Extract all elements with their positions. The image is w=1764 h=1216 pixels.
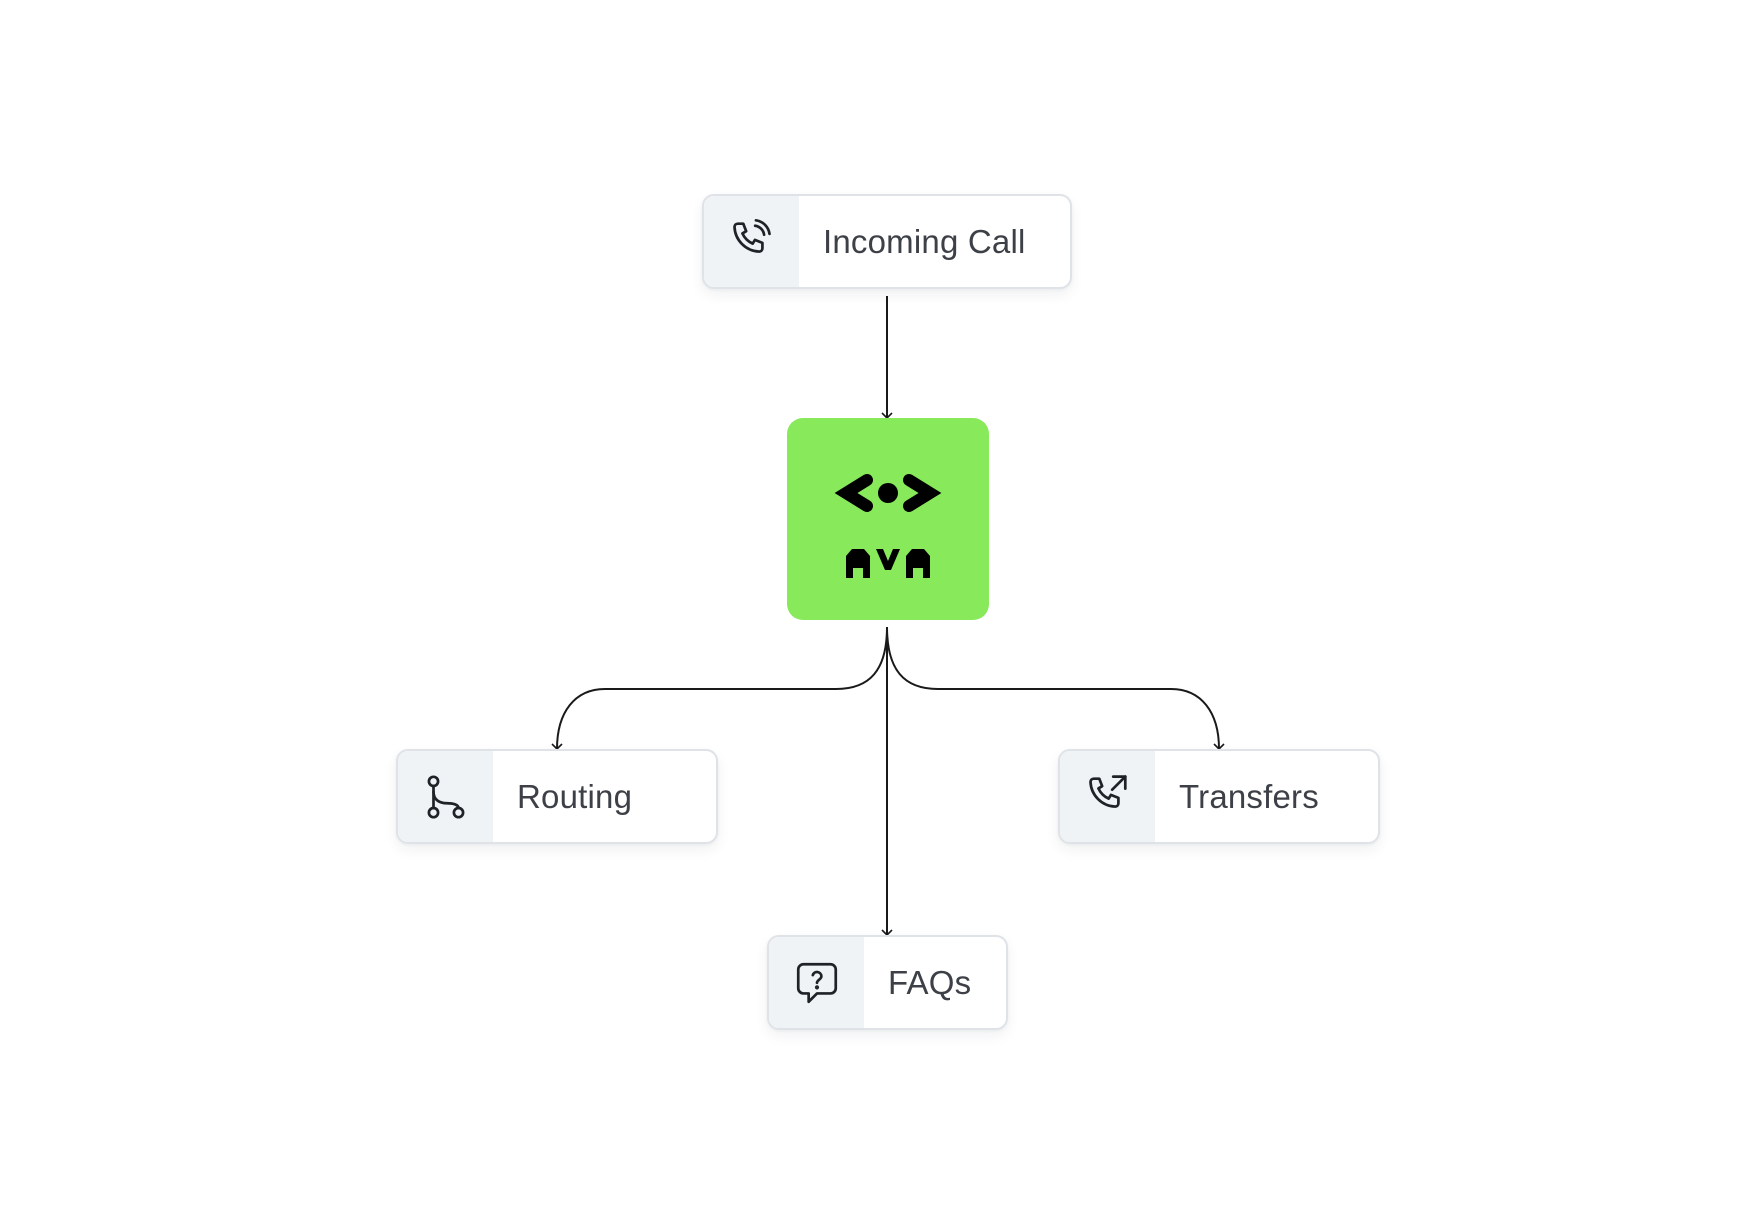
ava-logo-icon	[834, 474, 942, 578]
phone-transfer-icon	[1060, 751, 1155, 842]
incoming-call-label: Incoming Call	[823, 222, 1026, 260]
transfers-node[interactable]: Transfers	[1058, 749, 1380, 844]
edge-ava-to-routing	[551, 626, 888, 751]
route-branch-icon	[398, 751, 493, 842]
edge-ava-to-transfers	[886, 626, 1225, 751]
transfers-label: Transfers	[1179, 777, 1319, 815]
question-bubble-icon	[769, 937, 864, 1028]
ava-hub[interactable]: AVA	[787, 418, 989, 620]
faqs-label: FAQs	[888, 963, 972, 1001]
routing-label: Routing	[517, 777, 633, 815]
faqs-node[interactable]: FAQs	[767, 935, 1008, 1030]
routing-node[interactable]: Routing	[396, 749, 718, 844]
phone-incoming-icon	[704, 196, 799, 287]
incoming-call-node[interactable]: Incoming Call	[702, 194, 1072, 289]
